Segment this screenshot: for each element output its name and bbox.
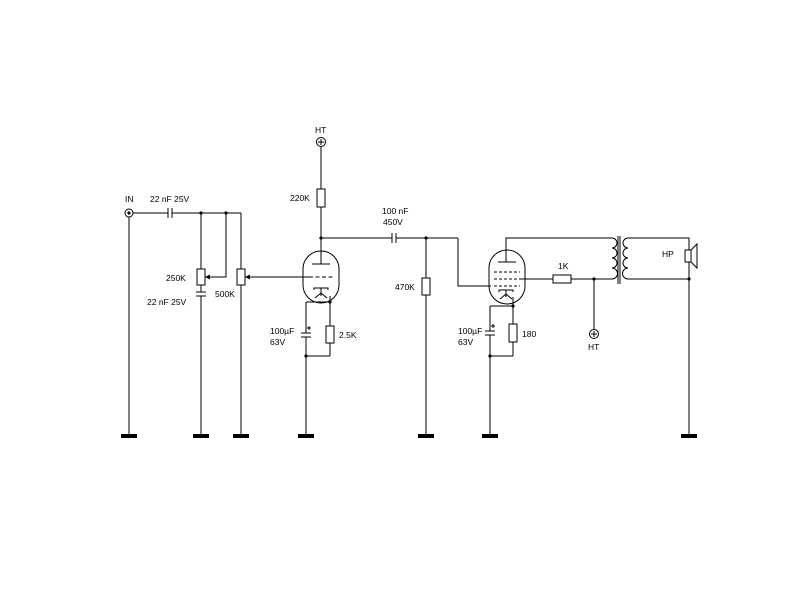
- input-capacitor: [167, 208, 173, 218]
- tone-capacitor: [196, 291, 206, 297]
- power-tube: [488, 249, 526, 305]
- coupling-capacitor-value: 100 nF: [382, 206, 408, 216]
- plate-resistor: [316, 188, 326, 208]
- preamp-tube: [302, 250, 340, 304]
- grid-resistor: [421, 277, 431, 296]
- ht-bottom-label: HT: [588, 342, 599, 352]
- cathode-capacitor-2-value: 100µF: [458, 326, 482, 336]
- speaker-icon: [684, 242, 698, 270]
- cathode-capacitor-1-value: 100µF: [270, 326, 294, 336]
- ht-top-label: HT: [315, 125, 326, 135]
- cathode-capacitor-1-voltage: 63V: [270, 337, 285, 347]
- input-capacitor-label: 22 nF 25V: [150, 194, 190, 204]
- cathode-resistor-2: [508, 323, 518, 343]
- input-label: IN: [125, 194, 134, 204]
- speaker-label: HP: [662, 249, 674, 259]
- cathode-resistor-1: [325, 325, 335, 344]
- cathode-resistor-2-label: 180: [522, 329, 536, 339]
- coupling-capacitor: [391, 233, 397, 243]
- coupling-capacitor-voltage: 450V: [383, 217, 403, 227]
- volume-potentiometer[interactable]: [236, 268, 246, 286]
- volume-potentiometer-label: 500K: [215, 289, 235, 299]
- ht-terminal-top: [316, 137, 326, 147]
- screen-resistor: [552, 274, 572, 284]
- cathode-capacitor-2-voltage: 63V: [458, 337, 473, 347]
- ht-terminal-bottom: [589, 329, 599, 339]
- grid-resistor-label: 470K: [395, 282, 415, 292]
- cathode-resistor-1-label: 2.5K: [339, 330, 357, 340]
- plate-resistor-label: 220K: [290, 193, 310, 203]
- tone-potentiometer[interactable]: [196, 268, 206, 286]
- tone-potentiometer-label: 250K: [166, 273, 186, 283]
- tone-capacitor-label: 22 nF 25V: [147, 297, 187, 307]
- output-transformer: [611, 236, 629, 284]
- screen-resistor-label: 1K: [558, 261, 569, 271]
- input-jack[interactable]: [124, 208, 134, 218]
